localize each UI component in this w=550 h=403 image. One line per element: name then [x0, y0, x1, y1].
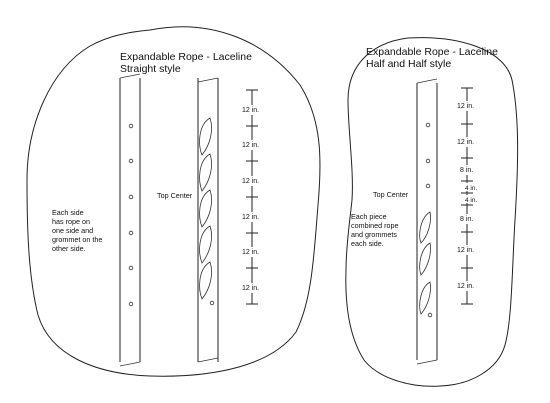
grommet — [128, 301, 134, 307]
grommet — [427, 312, 433, 318]
left-panel: Expandable Rope - Laceline Straight styl… — [26, 26, 321, 377]
grommet — [128, 265, 134, 271]
dimension-label: 12 in. — [242, 285, 259, 292]
left-note-line: Each side — [52, 208, 84, 217]
dimension-label: 12 in. — [242, 142, 259, 149]
rope-loop — [419, 211, 431, 244]
left-note-line: has rope on — [52, 217, 90, 226]
dimension-label: 12 in. — [457, 283, 474, 290]
rope-loop — [199, 261, 212, 300]
dimension-label: 12 in. — [242, 249, 259, 256]
grommet — [425, 122, 431, 128]
dimension-label: 12 in. — [242, 178, 259, 185]
left-top-center-label: Top Center — [157, 191, 193, 200]
left-note-line: one side and — [52, 226, 93, 235]
grommet — [425, 158, 431, 164]
left-note-line: grommet on the — [52, 235, 102, 244]
dimension-label: 8 in. — [460, 216, 473, 223]
left-grommet-strip — [119, 73, 141, 367]
dimension-label: 12 in. — [242, 214, 259, 221]
right-left-strip — [416, 78, 438, 365]
left-title-line1: Expandable Rope - Laceline — [120, 51, 252, 63]
left-note-line: other side. — [52, 244, 86, 253]
grommet — [128, 230, 134, 236]
right-note: Each piece combined rope and grommets ea… — [351, 212, 399, 248]
dimension-label: 8 in. — [460, 167, 473, 174]
dimension-label: 12 in. — [457, 139, 474, 146]
right-outline — [345, 37, 519, 387]
right-title-line2: Half and Half style — [366, 58, 451, 70]
grommet — [128, 158, 134, 164]
grommet — [425, 183, 431, 189]
right-note-line: each side. — [351, 239, 384, 248]
rope-loop — [199, 117, 212, 156]
rope-loop — [419, 281, 431, 315]
dimension-label: 12 in. — [457, 103, 474, 110]
left-dimension-scale: 12 in. 12 in. 12 in. 12 in. 12 in. 12 in… — [241, 89, 269, 305]
rope-loop — [199, 225, 212, 264]
grommet — [128, 194, 134, 200]
right-dimension-scale: 12 in. 12 in. 8 in. 4 in. 4 in. 8 in. 12… — [456, 87, 485, 305]
dimension-label: 4 in. — [465, 185, 477, 192]
right-note-line: Each piece — [351, 212, 387, 221]
dimension-label: 12 in. — [242, 107, 259, 114]
left-title-line2: Straight style — [120, 63, 181, 75]
right-top-center-label: Top Center — [373, 190, 409, 199]
dimension-label: 4 in. — [465, 197, 477, 204]
right-note-line: and grommets — [351, 230, 397, 239]
rope-loop — [199, 189, 212, 228]
right-panel: Expandable Rope - Laceline Half and Half… — [345, 37, 519, 387]
grommet — [209, 300, 215, 306]
right-note-line: combined rope — [351, 221, 399, 230]
right-title-line1: Expandable Rope - Laceline — [366, 46, 498, 58]
rope-loop — [419, 242, 431, 276]
rope-loop — [199, 153, 212, 192]
dimension-label: 12 in. — [457, 247, 474, 254]
left-note: Each side has rope on one side and gromm… — [52, 208, 102, 253]
left-rope-strip — [197, 77, 219, 363]
grommet — [128, 123, 134, 129]
left-outline — [26, 26, 321, 377]
